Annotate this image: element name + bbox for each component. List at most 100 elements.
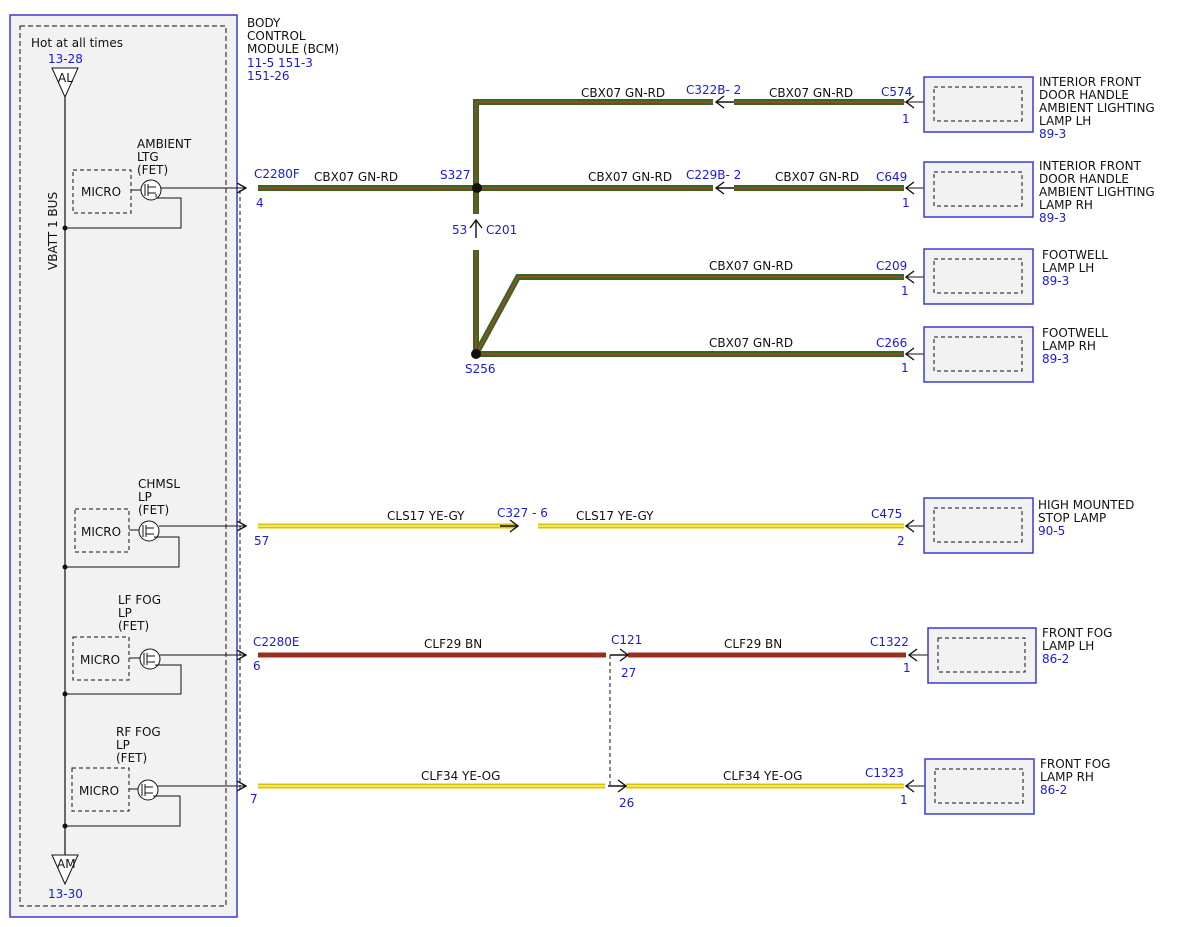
gn-rd-wires (258, 99, 904, 357)
svg-text:MICRO: MICRO (80, 653, 120, 667)
svg-text:89-3: 89-3 (1039, 211, 1066, 225)
svg-text:AMBIENT: AMBIENT (137, 137, 192, 151)
fet-symbol-icon (138, 520, 160, 542)
pin-label: 6 (253, 659, 261, 673)
c201-arrow-icon (469, 218, 483, 238)
fet-symbol-icon (140, 179, 162, 201)
svg-text:FRONT FOG: FRONT FOG (1042, 626, 1112, 640)
svg-text:DOOR HANDLE: DOOR HANDLE (1039, 88, 1129, 102)
top-ref: 13-28 (48, 52, 83, 66)
pin-label: 7 (250, 792, 258, 806)
svg-text:RF FOG: RF FOG (116, 725, 161, 739)
connector-label: C2280E (253, 635, 300, 649)
svg-text:MICRO: MICRO (81, 525, 121, 539)
hot-label: Hot at all times (31, 36, 123, 50)
pin-label: 53 (452, 223, 467, 237)
connector-label: C327 - 6 (497, 506, 548, 520)
wire-label: CLF34 YE-OG (421, 769, 500, 783)
pin-label: 4 (256, 196, 264, 210)
svg-text:LAMP RH: LAMP RH (1040, 770, 1094, 784)
pin-label: 57 (254, 534, 269, 548)
fet-symbol-icon (139, 648, 161, 670)
connector-label: C322B- 2 (686, 83, 741, 97)
bottom-tag-triangle (51, 854, 79, 886)
pin-label: 2 (897, 534, 905, 548)
svg-text:86-2: 86-2 (1042, 652, 1069, 666)
bcm-outline (9, 14, 238, 918)
svg-text:HIGH MOUNTED: HIGH MOUNTED (1038, 498, 1134, 512)
svg-text:LAMP LH: LAMP LH (1042, 639, 1094, 653)
connector-label: C649 (876, 170, 907, 184)
connector-arrow-icon (714, 181, 734, 195)
svg-text:LP: LP (116, 738, 130, 752)
svg-text:FRONT FOG: FRONT FOG (1040, 757, 1110, 771)
bcm-title: MODULE (BCM) (247, 42, 339, 56)
pin-label: 1 (900, 793, 908, 807)
connector-label: C2280F (254, 167, 300, 181)
top-tag: AL (58, 71, 73, 85)
bus-label: VBATT 1 BUS (46, 192, 60, 270)
connector-label: C201 (486, 223, 517, 237)
bottom-tag: AM (57, 857, 76, 871)
connector-arrow-icon (610, 648, 630, 662)
bn-wire (258, 648, 906, 662)
connector-label: C1322 (870, 635, 909, 649)
fet-symbol-icon (137, 779, 159, 801)
svg-text:INTERIOR FRONT: INTERIOR FRONT (1039, 75, 1142, 89)
pin-label: 1 (901, 361, 909, 375)
connector-label: C209 (876, 259, 907, 273)
wire-label: CBX07 GN-RD (709, 336, 793, 350)
wire-label: CBX07 GN-RD (769, 86, 853, 100)
ye-gy-wire (258, 519, 904, 533)
wire-label: CBX07 GN-RD (775, 170, 859, 184)
bcm-ref: 11-5 151-3 (247, 56, 313, 70)
svg-text:LAMP LH: LAMP LH (1039, 114, 1091, 128)
connector-label: C121 (611, 633, 642, 647)
load-footwell-rh: FOOTWELL LAMP RH 89-3 (904, 326, 1108, 383)
fet-rf-fog: RF FOG LP (FET) MICRO (65, 725, 246, 827)
splice-s327 (472, 183, 482, 193)
svg-text:CHMSL: CHMSL (138, 477, 180, 491)
wire-cbx07 (473, 250, 904, 356)
pin-label: 26 (619, 796, 634, 810)
micro-box (72, 169, 132, 214)
fet-chmsl: CHMSL LP (FET) MICRO (65, 477, 246, 568)
load-door-rh: INTERIOR FRONT DOOR HANDLE AMBIENT LIGHT… (904, 159, 1155, 225)
svg-text:(FET): (FET) (137, 163, 168, 177)
bcm-title: BODY (247, 16, 281, 30)
svg-text:(FET): (FET) (118, 619, 149, 633)
load-footwell-lh: FOOTWELL LAMP LH 89-3 (904, 248, 1108, 305)
pin-label: 1 (901, 284, 909, 298)
svg-text:DOOR HANDLE: DOOR HANDLE (1039, 172, 1129, 186)
splice-label: S327 (440, 168, 471, 182)
svg-text:(FET): (FET) (116, 751, 147, 765)
svg-text:LAMP LH: LAMP LH (1042, 261, 1094, 275)
wire-label: CLS17 YE-GY (576, 509, 654, 523)
splice-s256 (471, 349, 481, 359)
connector-label: C229B- 2 (686, 168, 741, 182)
wire-label: CLF29 BN (424, 637, 482, 651)
svg-text:LP: LP (118, 606, 132, 620)
splice-label: S256 (465, 362, 496, 376)
load-front-fog-lh: FRONT FOG LAMP LH 86-2 (907, 626, 1112, 684)
top-tag-triangle (51, 67, 79, 99)
svg-text:LP: LP (138, 490, 152, 504)
svg-text:MICRO: MICRO (79, 784, 119, 798)
svg-text:AMBIENT LIGHTING: AMBIENT LIGHTING (1039, 101, 1155, 115)
svg-text:STOP LAMP: STOP LAMP (1038, 511, 1106, 525)
wire-label: CBX07 GN-RD (314, 170, 398, 184)
bottom-ref: 13-30 (48, 887, 83, 901)
bcm-title: CONTROL (247, 29, 306, 43)
fet-lf-fog: LF FOG LP (FET) MICRO (65, 593, 246, 695)
connector-arrow-icon (608, 779, 628, 793)
wire-label: CLF34 YE-OG (723, 769, 802, 783)
bcm-inner-dashed (19, 25, 227, 907)
connector-label: C475 (871, 507, 902, 521)
wire-label: CBX07 GN-RD (581, 86, 665, 100)
svg-text:AMBIENT LIGHTING: AMBIENT LIGHTING (1039, 185, 1155, 199)
svg-text:89-3: 89-3 (1039, 127, 1066, 141)
bcm-ref: 151-26 (247, 69, 290, 83)
pin-label: 27 (621, 666, 636, 680)
connector-label: C1323 (865, 766, 904, 780)
connector-arrow-icon (904, 95, 915, 109)
